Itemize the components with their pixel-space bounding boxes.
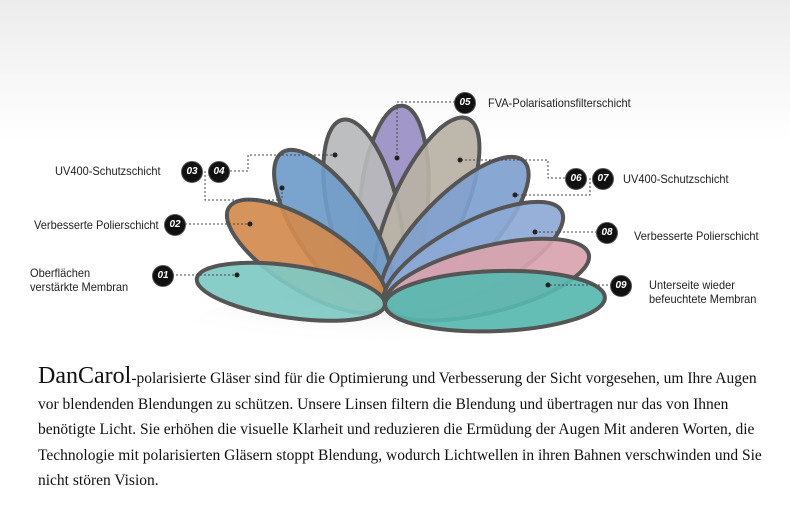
description-text: -polarisierte Gläser sind für die Optimi… xyxy=(38,370,762,489)
label-03-04: UV400-Schutzschicht xyxy=(55,164,161,178)
label-01-line2: verstärkte Membran xyxy=(30,280,129,294)
badge-02: 02 xyxy=(164,214,186,236)
badge-08: 08 xyxy=(596,222,618,244)
label-01-line1: Oberflächen xyxy=(30,266,91,280)
label-08: Verbesserte Polierschicht xyxy=(634,229,759,243)
badge-07: 07 xyxy=(592,168,614,190)
badge-04: 04 xyxy=(208,161,230,183)
label-09-line1: Unterseite wieder xyxy=(649,278,735,292)
label-05: FVA-Polarisationsfilterschicht xyxy=(488,96,631,110)
badge-09: 09 xyxy=(610,275,632,297)
badge-03: 03 xyxy=(181,161,203,183)
description: DanCarol-polarisierte Gläser sind für di… xyxy=(38,363,768,494)
brand-name: DanCarol xyxy=(38,363,132,389)
badge-05: 05 xyxy=(454,92,476,114)
label-09-line2: befeuchtete Membran xyxy=(649,292,757,306)
label-06-07: UV400-Schutzschicht xyxy=(623,172,729,186)
badge-06: 06 xyxy=(565,168,587,190)
badge-01: 01 xyxy=(152,265,174,287)
label-02: Verbesserte Polierschicht xyxy=(34,218,159,232)
